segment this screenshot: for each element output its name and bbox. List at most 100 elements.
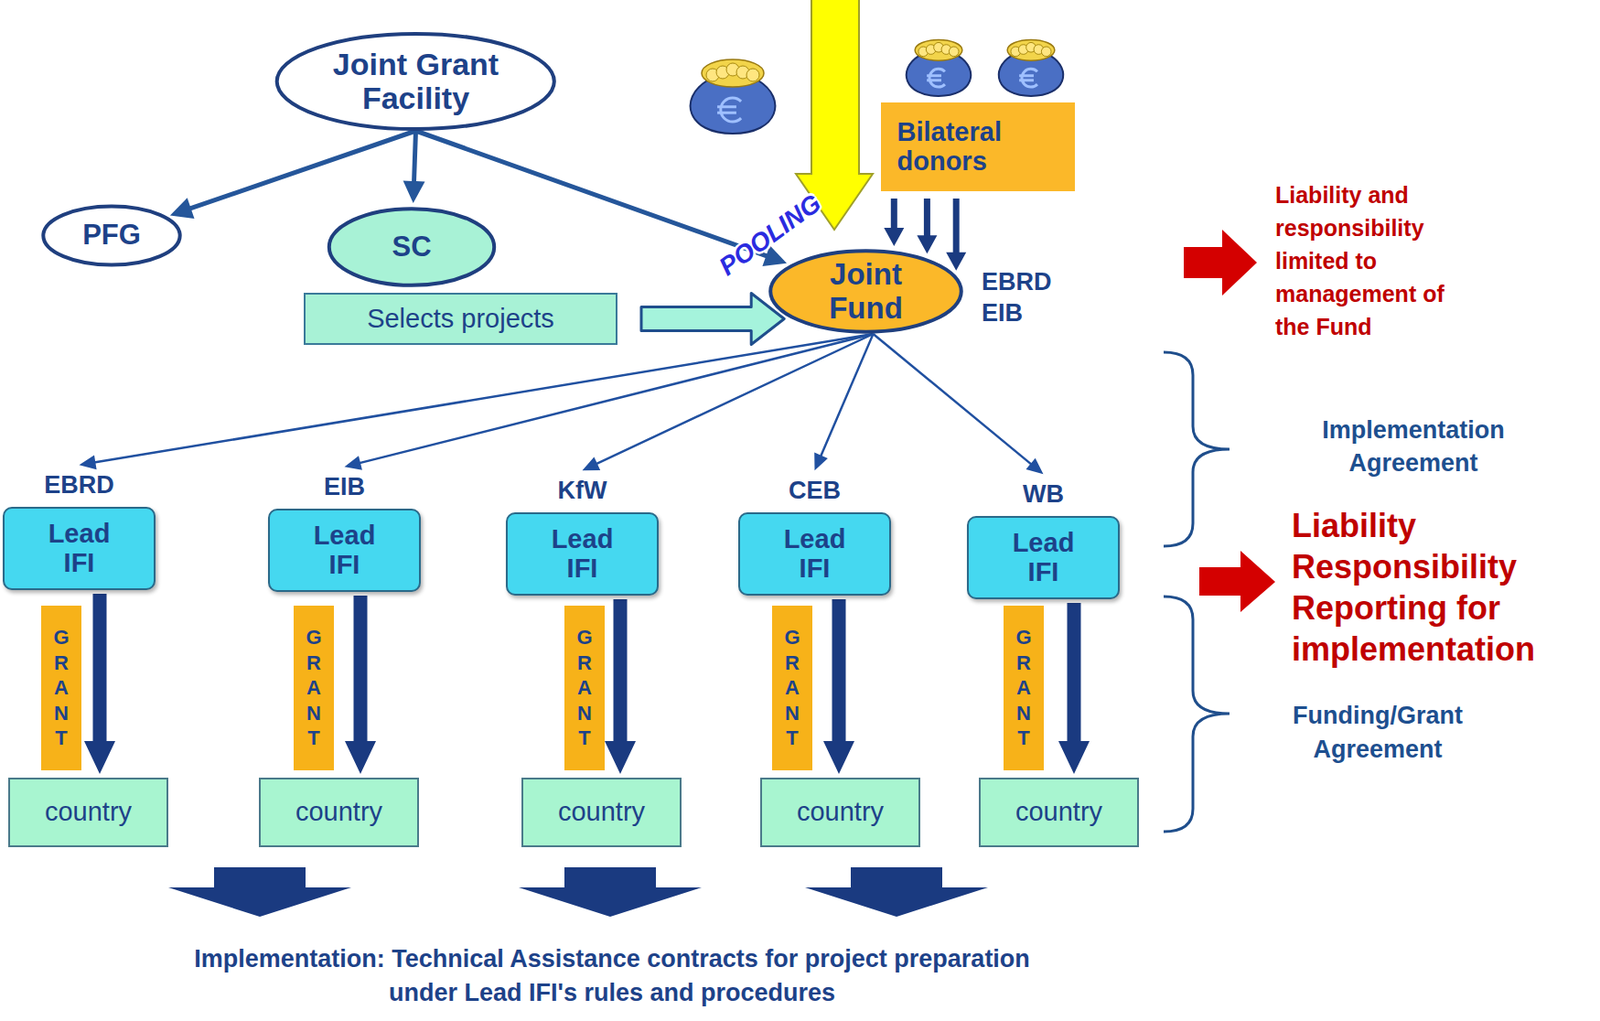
grant-band: GRANT bbox=[293, 605, 334, 771]
arrow-shape bbox=[945, 198, 967, 271]
node-text: Bilateral donors bbox=[897, 118, 1053, 177]
connector bbox=[823, 599, 855, 774]
implementation-caption: Implementation: Technical Assistance con… bbox=[172, 942, 1052, 1010]
connector bbox=[344, 595, 376, 774]
liability-note: Liability and responsibility limited to … bbox=[1275, 178, 1472, 344]
lead-ifi-box: CEBLead IFI bbox=[738, 512, 892, 596]
agreement-label: Implementation Agreement bbox=[1276, 413, 1551, 480]
institution-name: WB bbox=[950, 481, 1137, 509]
euro-sign bbox=[717, 97, 741, 122]
institution-name: CEB bbox=[721, 477, 908, 505]
money-bag bbox=[998, 55, 1064, 97]
arrow-shape bbox=[604, 599, 636, 774]
arrow-shape bbox=[84, 593, 116, 774]
euro-sign bbox=[1019, 68, 1038, 87]
coins bbox=[1007, 39, 1055, 61]
coin bbox=[948, 46, 959, 57]
lead-ifi-box: WBLead IFI bbox=[966, 515, 1120, 600]
ellipse-shape bbox=[770, 250, 962, 332]
money-bag bbox=[690, 80, 776, 134]
arrow-shape bbox=[1058, 602, 1090, 774]
ellipse-shape bbox=[42, 205, 180, 265]
red-arrow bbox=[1183, 229, 1257, 296]
connector bbox=[79, 332, 874, 471]
down-arrow bbox=[805, 867, 988, 917]
node-text: country bbox=[796, 797, 884, 827]
node-text: GRANT bbox=[574, 624, 595, 752]
node-text: country bbox=[558, 797, 645, 827]
coins bbox=[914, 39, 963, 61]
node-text: Joint Grant Facility bbox=[301, 47, 531, 117]
node-text: Lead IFI bbox=[769, 525, 861, 584]
agreement-label: Funding/Grant Agreement bbox=[1240, 698, 1515, 767]
node-text: Joint Fund bbox=[811, 257, 922, 325]
node-text: SC bbox=[391, 231, 431, 263]
money-bag bbox=[906, 55, 972, 97]
grant-band: GRANT bbox=[772, 605, 813, 771]
arrow-shape bbox=[403, 130, 426, 204]
connector bbox=[344, 332, 874, 471]
arrow-shape bbox=[823, 599, 855, 774]
institution-name: EIB bbox=[251, 473, 438, 502]
institution-name: KfW bbox=[489, 477, 676, 505]
node-text: Lead IFI bbox=[299, 521, 391, 580]
lead-ifi-box: KfWLead IFI bbox=[505, 512, 659, 596]
lead-ifi-box: EIBLead IFI bbox=[268, 508, 421, 592]
fund-ellipse: Joint FundEBRD EIB bbox=[767, 247, 965, 335]
facility-ellipse: Joint Grant Facility bbox=[272, 30, 559, 133]
node-text: country bbox=[295, 797, 383, 827]
grant-band: GRANT bbox=[564, 605, 605, 771]
node-text: Selects projects bbox=[366, 304, 555, 334]
connector bbox=[170, 128, 417, 219]
arrow-shape bbox=[916, 198, 937, 254]
country-box: country bbox=[521, 777, 682, 848]
node-text: country bbox=[44, 797, 132, 827]
connector bbox=[604, 599, 636, 774]
node-text: GRANT bbox=[303, 624, 324, 752]
coins bbox=[701, 59, 764, 87]
arrow-shape bbox=[582, 332, 875, 471]
committee-ellipse: SC bbox=[326, 205, 497, 289]
connector bbox=[872, 332, 1044, 474]
arrow-shape bbox=[170, 128, 417, 219]
institution-name: EBRD bbox=[0, 472, 172, 500]
connector bbox=[582, 332, 875, 471]
donor-box: Bilateral donors bbox=[880, 102, 1075, 192]
grant-band: GRANT bbox=[1003, 605, 1044, 771]
country-box: country bbox=[978, 777, 1139, 848]
node-text: Lead IFI bbox=[536, 525, 629, 584]
process-box: Selects projects bbox=[303, 292, 618, 345]
group-ellipse: PFG bbox=[41, 204, 183, 268]
node-text: GRANT bbox=[782, 624, 803, 752]
down-arrow bbox=[168, 867, 352, 917]
arrow-shape bbox=[344, 332, 874, 471]
country-box: country bbox=[8, 777, 169, 848]
arrow-shape bbox=[79, 332, 874, 471]
arrow-shape bbox=[883, 198, 904, 247]
bracket bbox=[1163, 352, 1230, 547]
country-box: country bbox=[258, 777, 419, 848]
country-box: country bbox=[760, 777, 921, 848]
node-text: country bbox=[1015, 797, 1103, 827]
connector bbox=[641, 293, 784, 345]
connector bbox=[814, 333, 874, 472]
euro-sign bbox=[926, 68, 945, 87]
ellipse-shape bbox=[329, 208, 494, 286]
connector bbox=[403, 130, 426, 204]
arrow-shape bbox=[814, 333, 874, 472]
liability-note: Liability Responsibility Reporting for i… bbox=[1291, 504, 1594, 670]
node-text: Lead IFI bbox=[33, 519, 126, 579]
node-text: PFG bbox=[82, 219, 141, 251]
node-text: GRANT bbox=[1013, 624, 1034, 752]
fund-managers: EBRD EIB bbox=[981, 267, 1066, 330]
coin bbox=[746, 68, 760, 82]
down-arrow bbox=[518, 867, 702, 917]
arrow-shape bbox=[641, 293, 784, 345]
grant-band: GRANT bbox=[41, 605, 82, 771]
bracket bbox=[1163, 596, 1230, 832]
node-text: GRANT bbox=[51, 624, 72, 752]
arrow-shape bbox=[344, 595, 376, 774]
coin bbox=[1041, 46, 1052, 57]
connector bbox=[84, 593, 116, 774]
